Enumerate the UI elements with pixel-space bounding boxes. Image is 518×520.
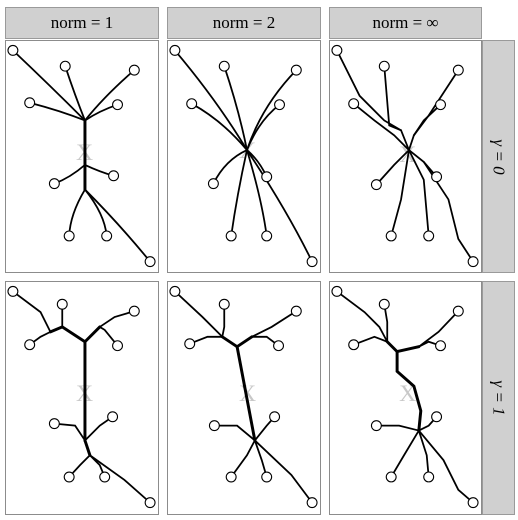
panel-norminf-gamma0: X	[329, 40, 482, 273]
column-header-norm-inf: norm = ∞	[329, 7, 482, 39]
node	[306, 256, 318, 268]
node	[7, 285, 19, 297]
node	[48, 418, 60, 430]
node	[290, 305, 302, 317]
node	[370, 420, 382, 432]
column-header-norm-2: norm = 2	[167, 7, 321, 39]
panel-norm1-gamma1: X	[5, 281, 159, 515]
node	[306, 497, 318, 509]
node	[24, 339, 36, 351]
node	[348, 98, 360, 110]
node	[423, 471, 435, 483]
tree-diagram: X	[7, 44, 156, 268]
node	[128, 305, 140, 317]
center-mark: X	[399, 381, 416, 407]
node	[144, 256, 156, 268]
node	[385, 471, 397, 483]
panel-norm2-gamma0: X	[167, 40, 321, 273]
node	[99, 471, 111, 483]
panel-norm2-gamma1: X	[167, 281, 321, 515]
node	[112, 340, 124, 352]
node	[331, 44, 343, 56]
node	[378, 298, 390, 310]
node	[101, 230, 113, 242]
node	[370, 179, 382, 191]
node	[207, 178, 219, 190]
node	[56, 298, 68, 310]
node	[218, 298, 230, 310]
node	[225, 230, 237, 242]
panel-norminf-gamma1: X	[329, 281, 482, 515]
node	[59, 60, 71, 72]
node	[273, 340, 285, 352]
node	[186, 98, 198, 110]
tree-diagram: X	[169, 44, 318, 268]
row-header-gamma-0: γ = 0	[482, 40, 515, 273]
node	[169, 285, 181, 297]
node	[467, 497, 479, 509]
tree-diagram: X	[169, 285, 318, 509]
node	[108, 170, 120, 182]
node	[290, 64, 302, 76]
node	[144, 497, 156, 509]
node	[431, 411, 443, 423]
node	[208, 420, 220, 432]
node	[269, 411, 281, 423]
node	[331, 285, 343, 297]
node	[378, 60, 390, 72]
node	[48, 178, 60, 190]
node	[7, 44, 19, 56]
node	[452, 305, 464, 317]
node	[348, 339, 360, 351]
tree-diagram: X	[331, 44, 479, 268]
node	[385, 230, 397, 242]
node	[431, 171, 443, 183]
node	[261, 471, 273, 483]
node	[261, 230, 273, 242]
node	[274, 99, 286, 111]
node	[225, 471, 237, 483]
panel-norm1-gamma0: X	[5, 40, 159, 273]
node	[63, 471, 75, 483]
tree-diagram: X	[331, 285, 479, 509]
node	[435, 99, 447, 111]
node	[452, 64, 464, 76]
node	[423, 230, 435, 242]
node	[128, 64, 140, 76]
node	[112, 99, 124, 111]
node	[435, 340, 447, 352]
node	[467, 256, 479, 268]
node	[218, 60, 230, 72]
column-header-norm-1: norm = 1	[5, 7, 159, 39]
row-header-gamma-1: γ = 1	[482, 281, 515, 515]
node	[24, 97, 36, 109]
node	[107, 411, 119, 423]
node	[184, 338, 196, 350]
node	[63, 230, 75, 242]
node	[261, 171, 273, 183]
tree-diagram: X	[7, 285, 156, 509]
node	[169, 44, 181, 56]
